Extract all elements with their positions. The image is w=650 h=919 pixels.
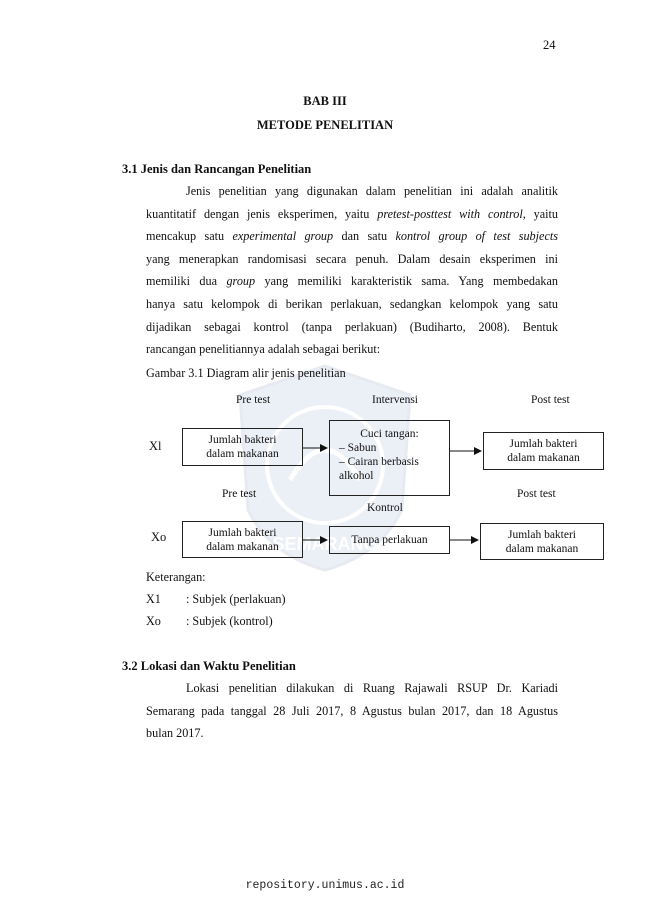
row2-pre-label: Pre test	[222, 488, 257, 500]
text-run: rancangan penelitiannya adalah sebagai b…	[146, 342, 381, 357]
footer-url: repository.unimus.ac.id	[245, 879, 405, 892]
row2-mid-label: Kontrol	[367, 502, 403, 514]
paragraph-line: rancangan penelitiannya adalah sebagai b…	[146, 337, 558, 361]
row1-mid-label: Intervensi	[372, 394, 418, 406]
paragraph-line: kuantitatif dengan jenis eksperimen, yai…	[146, 202, 558, 226]
intervention-item-text: Cairan berbasis alkohol	[339, 456, 419, 482]
paragraph-line: dijadikan sebagai kontrol (tanpa perlaku…	[146, 315, 558, 339]
intervention-list: Sabun Cairan berbasis alkohol	[339, 441, 449, 483]
paragraph-line: bulan 2017.	[146, 721, 558, 745]
keterangan-desc: : Subjek (perlakuan)	[186, 592, 286, 606]
row1-pre-label: Pre test	[236, 394, 271, 406]
paragraph-line: Jenis penelitian yang digunakan dalam pe…	[186, 179, 558, 203]
row2-posttest-box: Jumlah bakteri dalam makanan	[480, 523, 604, 560]
text-run: kuantitatif dengan jenis eksperimen, yai…	[146, 206, 378, 221]
section-heading-3-2: 3.2 Lokasi dan Waktu Penelitian	[122, 659, 296, 673]
italic-term: kontrol group of test subjects	[395, 229, 558, 244]
keterangan-title: Keterangan:	[146, 570, 206, 584]
paragraph-line: hanya satu kelompok di berikan perlakuan…	[146, 292, 558, 316]
row1-posttest-box: Jumlah bakteri dalam makanan	[483, 432, 604, 470]
row1-group-label: Xl	[149, 439, 162, 453]
text-run: dijadikan sebagai kontrol (tanpa perlaku…	[146, 319, 558, 334]
text-run: Jenis penelitian yang digunakan dalam pe…	[186, 184, 558, 198]
paragraph-line: mencakup satu experimental group dan sat…	[146, 224, 558, 248]
row1-post-label: Post test	[531, 394, 570, 406]
chapter-label: BAB III	[303, 94, 347, 108]
intervention-item: Cairan berbasis alkohol	[339, 455, 449, 483]
row2-post-label: Post test	[517, 488, 556, 500]
paragraph-line: memiliki dua group yang memiliki karakte…	[146, 269, 558, 293]
italic-term: group	[226, 274, 256, 289]
row2-control-box: Tanpa perlakuan	[329, 526, 450, 554]
intervention-item: Sabun	[339, 441, 449, 455]
section-heading-3-1: 3.1 Jenis dan Rancangan Penelitian	[122, 162, 312, 176]
text-run: yang menerapkan randomisasi secara penuh…	[146, 251, 558, 266]
page-number: 24	[543, 38, 556, 52]
keterangan-desc: : Subjek (kontrol)	[186, 614, 273, 628]
text-run: hanya satu kelompok di berikan perlakuan…	[146, 297, 558, 311]
keterangan-code: X1	[146, 592, 161, 606]
intervention-title: Cuci tangan:	[360, 428, 419, 440]
watermark-text: SEMARANG	[272, 534, 377, 554]
italic-term: experimental group	[232, 229, 334, 244]
text-run: Semarang pada tanggal 28 Juli 2017, 8 Ag…	[146, 703, 558, 718]
row2-group-label: Xo	[151, 530, 167, 544]
text-run: Lokasi penelitian dilakukan di Ruang Raj…	[186, 681, 558, 695]
row2-pretest-box: Jumlah bakteri dalam makanan	[182, 521, 303, 558]
paragraph-line: yang menerapkan randomisasi secara penuh…	[146, 247, 558, 271]
text-run: memiliki dua	[146, 274, 227, 289]
italic-term: pretest-posttest with control	[377, 206, 523, 221]
text-run: mencakup satu	[146, 229, 233, 244]
paragraph-line: Lokasi penelitian dilakukan di Ruang Raj…	[186, 676, 558, 700]
text-run: , yaitu	[522, 206, 558, 221]
figure-caption: Gambar 3.1 Diagram alir jenis penelitian	[146, 366, 346, 380]
keterangan-code: Xo	[146, 614, 161, 628]
row1-pretest-box: Jumlah bakteri dalam makanan	[182, 428, 303, 466]
paragraph-line: Semarang pada tanggal 28 Juli 2017, 8 Ag…	[146, 699, 558, 723]
text-run: dan satu	[333, 229, 396, 244]
university-seal-watermark: SEMARANG	[238, 364, 412, 572]
text-run: yang memiliki karakteristik sama. Yang m…	[255, 274, 558, 289]
row1-intervention-box: Cuci tangan: Sabun Cairan berbasis alkoh…	[329, 420, 450, 496]
chapter-title: METODE PENELITIAN	[256, 118, 394, 132]
text-run: bulan 2017.	[146, 726, 204, 741]
